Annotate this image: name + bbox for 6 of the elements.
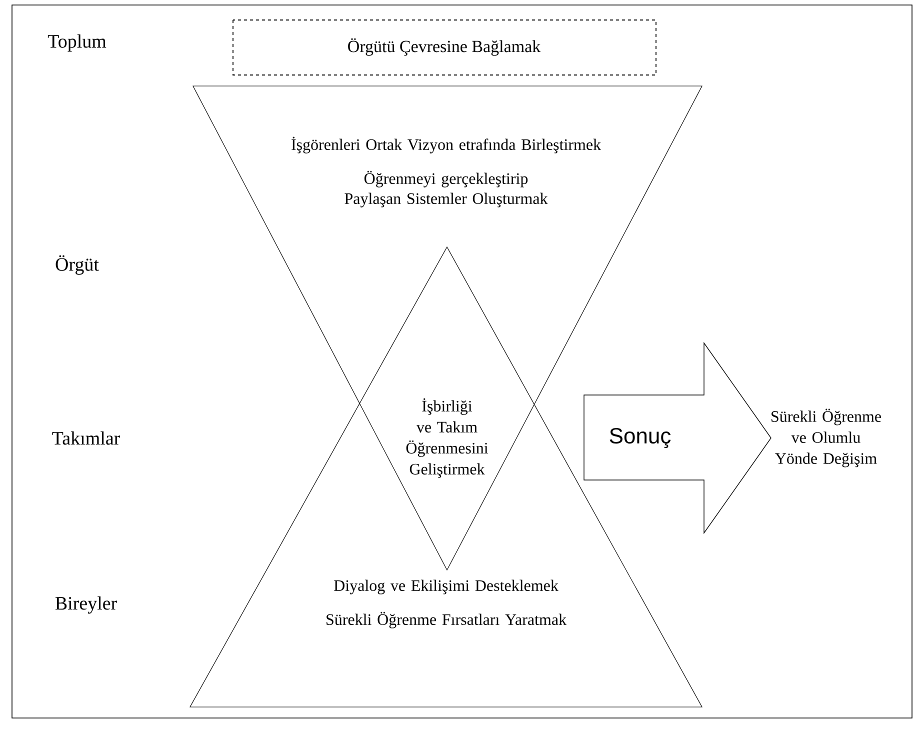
dashed-box: Örgütü Çevresine Bağlamak	[232, 20, 656, 76]
level-label: Toplum	[48, 34, 106, 52]
level-label: Takımlar	[52, 431, 120, 445]
level-label: Örgüt	[56, 255, 99, 275]
level-label: Bireyler	[55, 596, 117, 614]
diamond-text: İşbirliği ve Takım Öğrenmesini Geliştirmek	[406, 398, 488, 478]
